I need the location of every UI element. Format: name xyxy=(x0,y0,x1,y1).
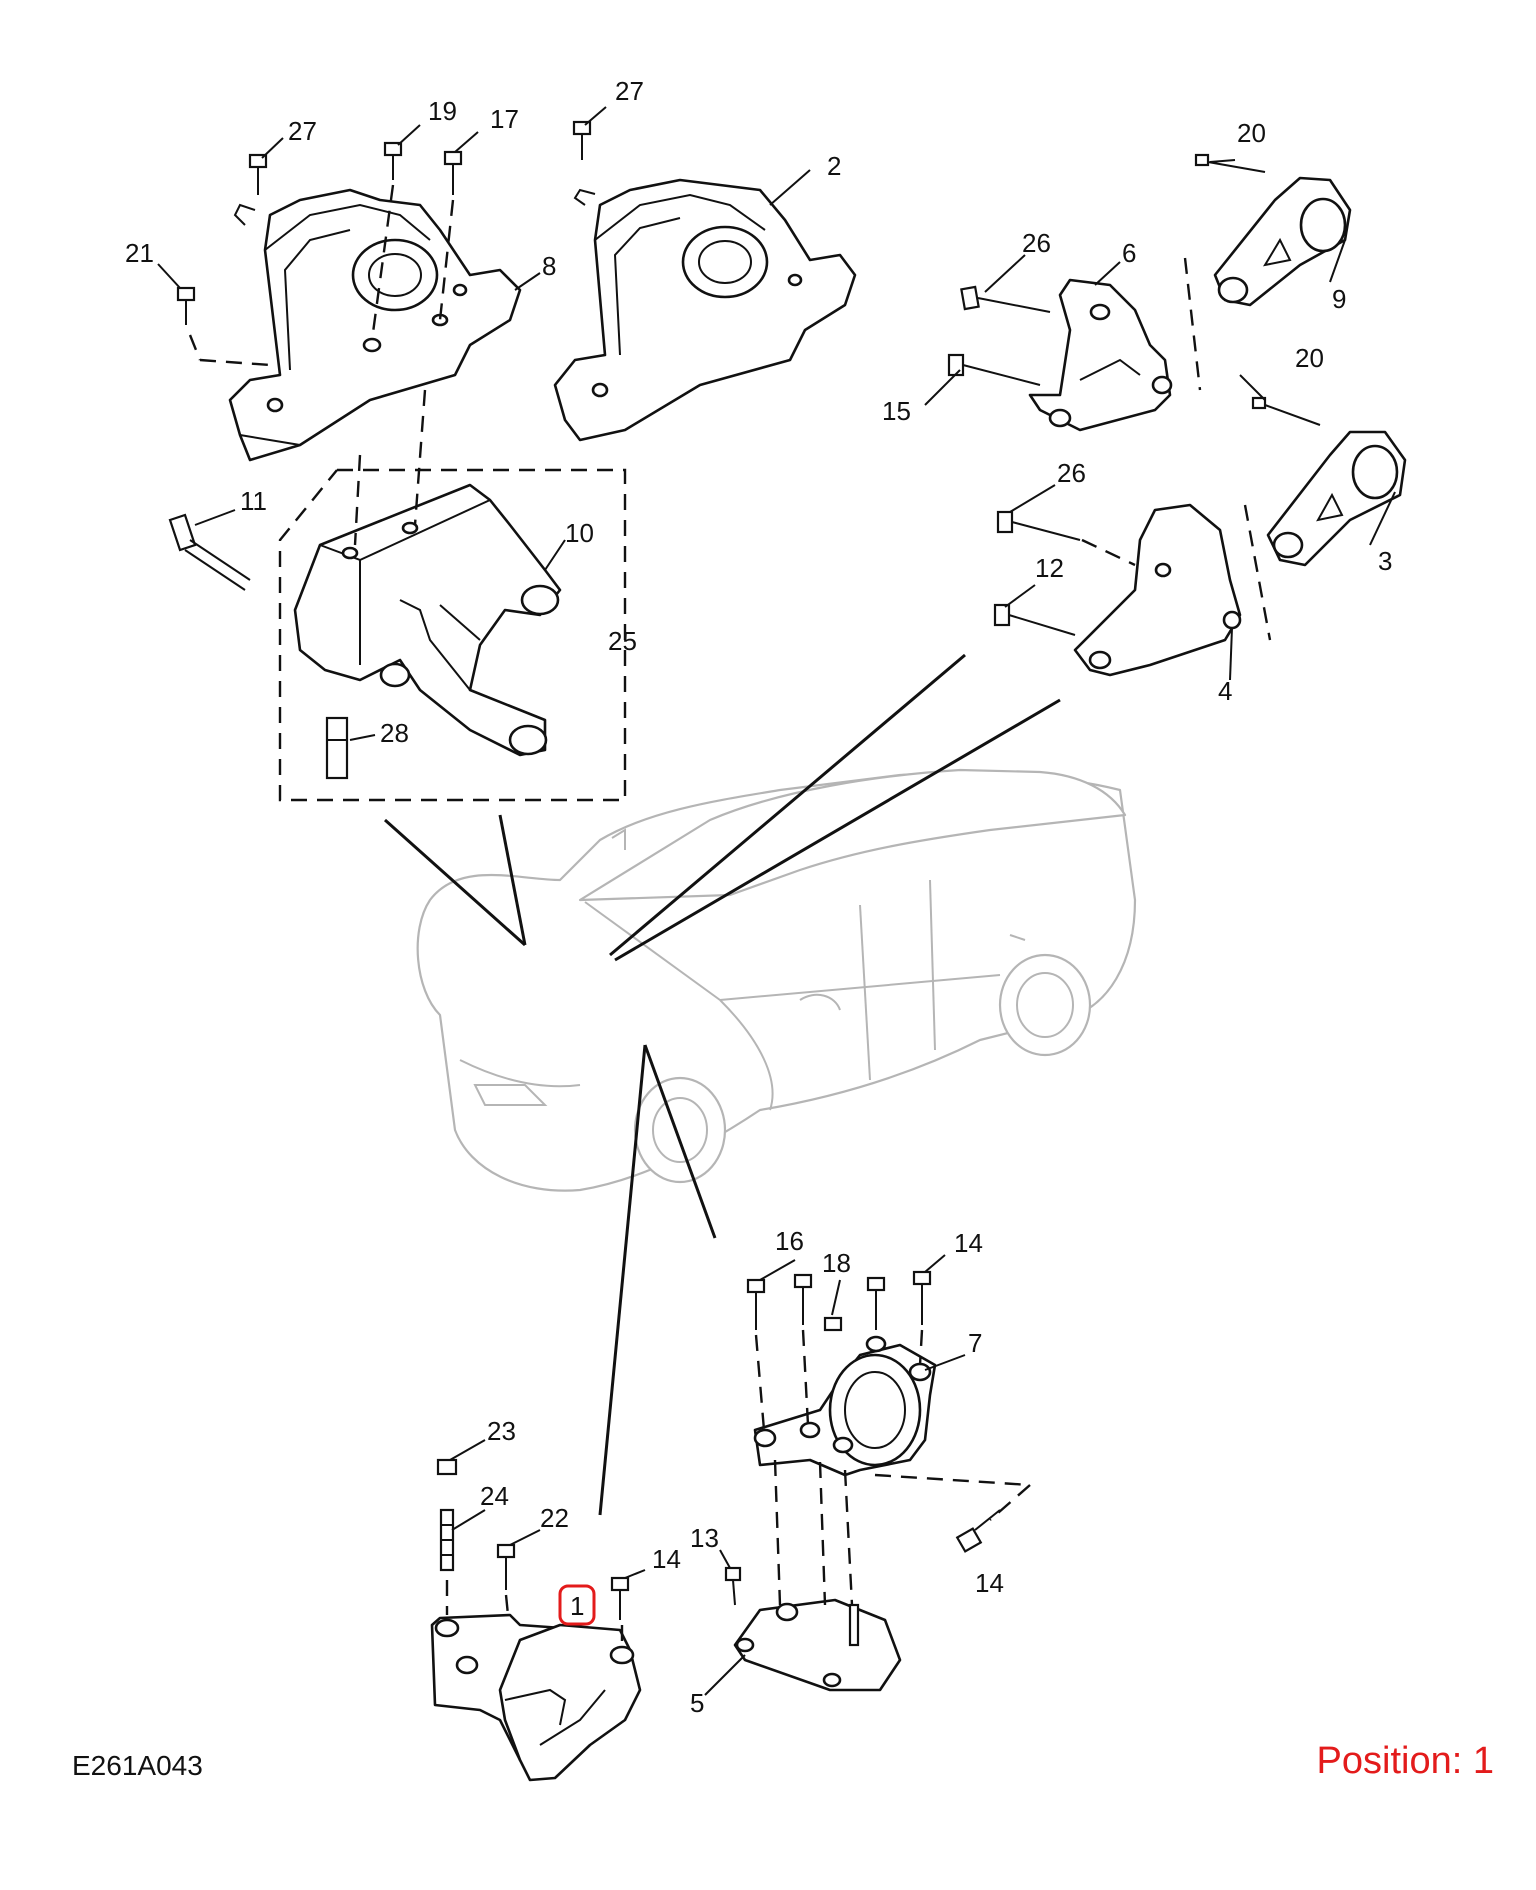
callout-4: 4 xyxy=(1218,676,1232,706)
callout-14b: 14 xyxy=(652,1544,681,1574)
callout-1: 1 xyxy=(570,1591,584,1621)
leader-lines xyxy=(157,106,1396,1696)
vehicle-outline xyxy=(416,768,1137,1192)
callout-11: 11 xyxy=(240,486,267,516)
callout-16: 16 xyxy=(775,1226,804,1256)
callout-27a: 27 xyxy=(288,116,317,146)
callout-27b: 27 xyxy=(615,76,644,106)
callout-5: 5 xyxy=(690,1688,704,1718)
callout-7: 7 xyxy=(968,1328,982,1358)
mounting-plate-5 xyxy=(733,1598,902,1692)
callout-14c: 14 xyxy=(975,1568,1004,1598)
callout-labels: 1 2 3 4 5 6 7 8 9 10 11 12 13 14 14 14 1… xyxy=(125,76,1392,1718)
callout-22: 22 xyxy=(540,1503,569,1533)
tie-bar-9 xyxy=(1213,176,1352,307)
callout-26a: 26 xyxy=(1022,228,1051,258)
engine-mount-2 xyxy=(553,178,857,442)
callout-17: 17 xyxy=(490,104,519,134)
callout-19: 19 xyxy=(428,96,457,126)
callout-12: 12 xyxy=(1035,553,1064,583)
engine-mount-7 xyxy=(753,1335,937,1477)
callout-23: 23 xyxy=(487,1416,516,1446)
callout-2: 2 xyxy=(827,151,841,181)
callout-13: 13 xyxy=(690,1523,719,1553)
callout-21: 21 xyxy=(125,238,154,268)
bolts-bottom-left xyxy=(436,1458,630,1620)
callout-14a: 14 xyxy=(954,1228,983,1258)
drawing-code: E261A043 xyxy=(72,1750,203,1781)
bracket-group-25 xyxy=(168,468,627,802)
callout-15: 15 xyxy=(882,396,911,426)
bolts-bottom-right xyxy=(724,1270,1001,1606)
callout-8: 8 xyxy=(542,251,556,281)
tie-bar-3 xyxy=(1266,430,1407,567)
callout-6: 6 xyxy=(1122,238,1136,268)
callout-10: 10 xyxy=(565,518,594,548)
callout-3: 3 xyxy=(1378,546,1392,576)
highlight-box xyxy=(558,1584,596,1626)
callout-24: 24 xyxy=(480,1481,509,1511)
callout-26b: 26 xyxy=(1057,458,1086,488)
callout-18: 18 xyxy=(822,1248,851,1278)
position-note: Position: 1 xyxy=(1316,1740,1494,1782)
callout-25: 25 xyxy=(608,626,637,656)
bracket-4 xyxy=(1073,503,1242,677)
callout-9: 9 xyxy=(1332,284,1346,314)
engine-mount-1 xyxy=(430,1613,642,1782)
callout-20a: 20 xyxy=(1237,118,1266,148)
callout-28: 28 xyxy=(380,718,409,748)
callout-20b: 20 xyxy=(1295,343,1324,373)
pointer-lines xyxy=(384,653,1061,1516)
bracket-6 xyxy=(1028,278,1173,432)
